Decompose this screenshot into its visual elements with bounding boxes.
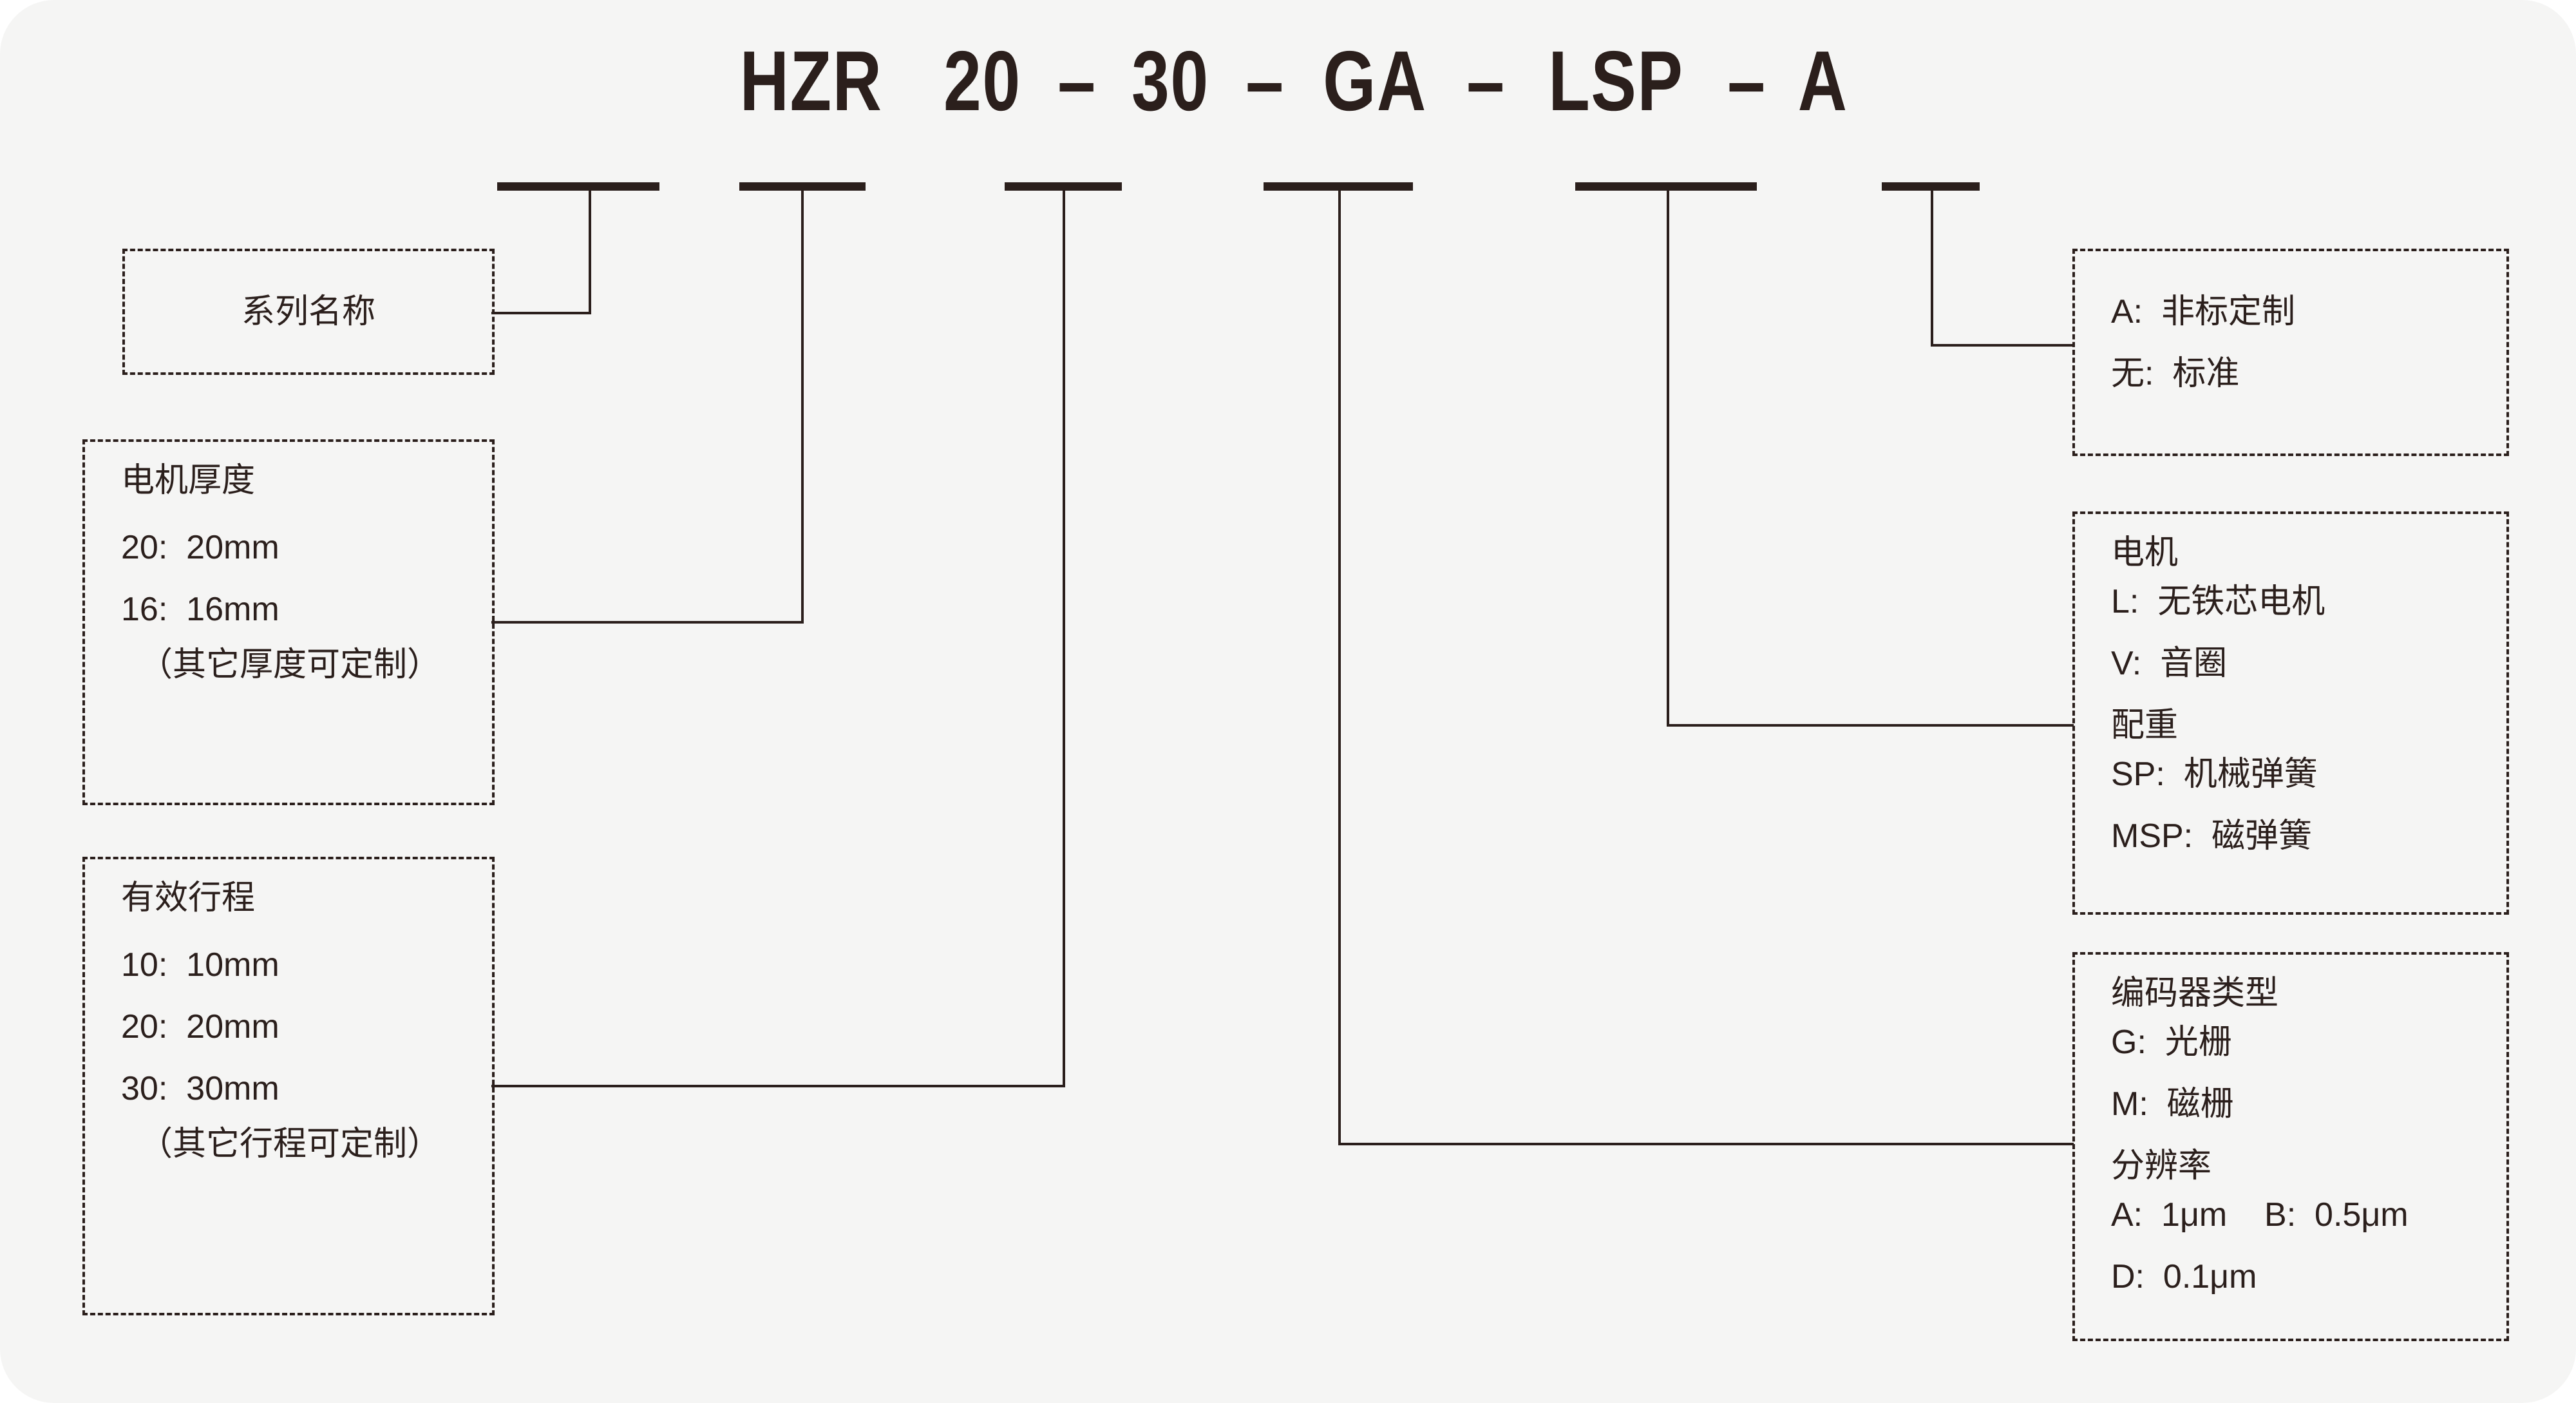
- counterweight-item-1: MSP: 磁弹簧: [2111, 817, 2313, 855]
- resolution-item-0: A: 1μm B: 0.5μm: [2111, 1196, 2409, 1234]
- underline-bar-series: [497, 182, 659, 191]
- resolution-item-1: D: 0.1μm: [2111, 1258, 2257, 1295]
- callout-box-custom: A: 非标定制 无: 标准: [2072, 249, 2509, 456]
- code-token-custom: A: [1797, 33, 1848, 128]
- motor-thickness-item-1: 16: 16mm: [121, 591, 279, 628]
- code-token-series: HZR: [739, 33, 883, 128]
- code-separator-4: –: [1727, 33, 1765, 128]
- stroke-item-2: 30: 30mm: [121, 1070, 279, 1107]
- underline-bar-encoder: [1264, 182, 1413, 191]
- callout-box-encoder: 编码器类型 G: 光栅 M: 磁栅 分辨率 A: 1μm B: 0.5μm D:…: [2072, 952, 2509, 1341]
- callout-box-motor-thickness: 电机厚度 20: 20mm 16: 16mm （其它厚度可定制）: [82, 439, 495, 805]
- code-token-encoder: GA: [1323, 33, 1428, 128]
- leader-hline-thickness: [491, 621, 804, 624]
- code-separator-3: –: [1466, 33, 1505, 128]
- underline-bar-custom: [1882, 182, 1980, 191]
- code-separator-1: –: [1057, 33, 1095, 128]
- code-token-motor: LSP: [1548, 33, 1684, 128]
- motor-header: 电机: [2111, 534, 2179, 571]
- leader-vline-encoder: [1338, 187, 1341, 1145]
- encoder-item-1: M: 磁栅: [2111, 1085, 2234, 1123]
- code-token-thickness: 20: [943, 33, 1021, 128]
- leader-vline-thickness: [801, 187, 804, 624]
- custom-item-0: A: 非标定制: [2111, 293, 2296, 330]
- motor-thickness-note: （其它厚度可定制）: [139, 646, 441, 683]
- leader-vline-stroke: [1063, 187, 1065, 1087]
- leader-hline-series: [491, 312, 591, 314]
- leader-vline-motor: [1667, 187, 1669, 727]
- encoder-header: 编码器类型: [2111, 975, 2279, 1012]
- stroke-item-0: 10: 10mm: [121, 946, 279, 984]
- resolution-header: 分辨率: [2111, 1147, 2212, 1185]
- callout-box-stroke: 有效行程 10: 10mm 20: 20mm 30: 30mm （其它行程可定制…: [82, 857, 495, 1315]
- leader-vline-custom: [1931, 187, 1933, 347]
- callout-box-motor: 电机 L: 无铁芯电机 V: 音圈 配重 SP: 机械弹簧 MSP: 磁弹簧: [2072, 511, 2509, 915]
- series-label: 系列名称: [241, 293, 375, 330]
- underline-bar-stroke: [1005, 182, 1122, 191]
- counterweight-item-0: SP: 机械弹簧: [2111, 756, 2318, 793]
- leader-hline-stroke: [491, 1085, 1065, 1087]
- motor-thickness-header: 电机厚度: [121, 462, 256, 499]
- underline-bar-thickness: [739, 182, 866, 191]
- code-separator-2: –: [1245, 33, 1284, 128]
- model-code-row: HZR 20 – 30 – GA – LSP – A: [0, 39, 2576, 124]
- motor-thickness-item-0: 20: 20mm: [121, 529, 279, 566]
- stroke-item-1: 20: 20mm: [121, 1008, 279, 1045]
- custom-item-1: 无: 标准: [2111, 355, 2240, 392]
- leader-hline-motor: [1667, 724, 2074, 727]
- leader-vline-series: [589, 187, 591, 314]
- motor-item-1: V: 音圈: [2111, 645, 2228, 682]
- leader-hline-custom: [1931, 344, 2074, 347]
- callout-box-series: 系列名称: [122, 249, 495, 375]
- motor-item-0: L: 无铁芯电机: [2111, 583, 2325, 620]
- stroke-note: （其它行程可定制）: [139, 1125, 441, 1163]
- underline-bar-motor: [1575, 182, 1757, 191]
- counterweight-header: 配重: [2111, 707, 2179, 744]
- encoder-item-0: G: 光栅: [2111, 1024, 2232, 1061]
- code-token-stroke: 30: [1132, 33, 1209, 128]
- stroke-header: 有效行程: [121, 879, 256, 917]
- leader-hline-encoder: [1338, 1143, 2074, 1145]
